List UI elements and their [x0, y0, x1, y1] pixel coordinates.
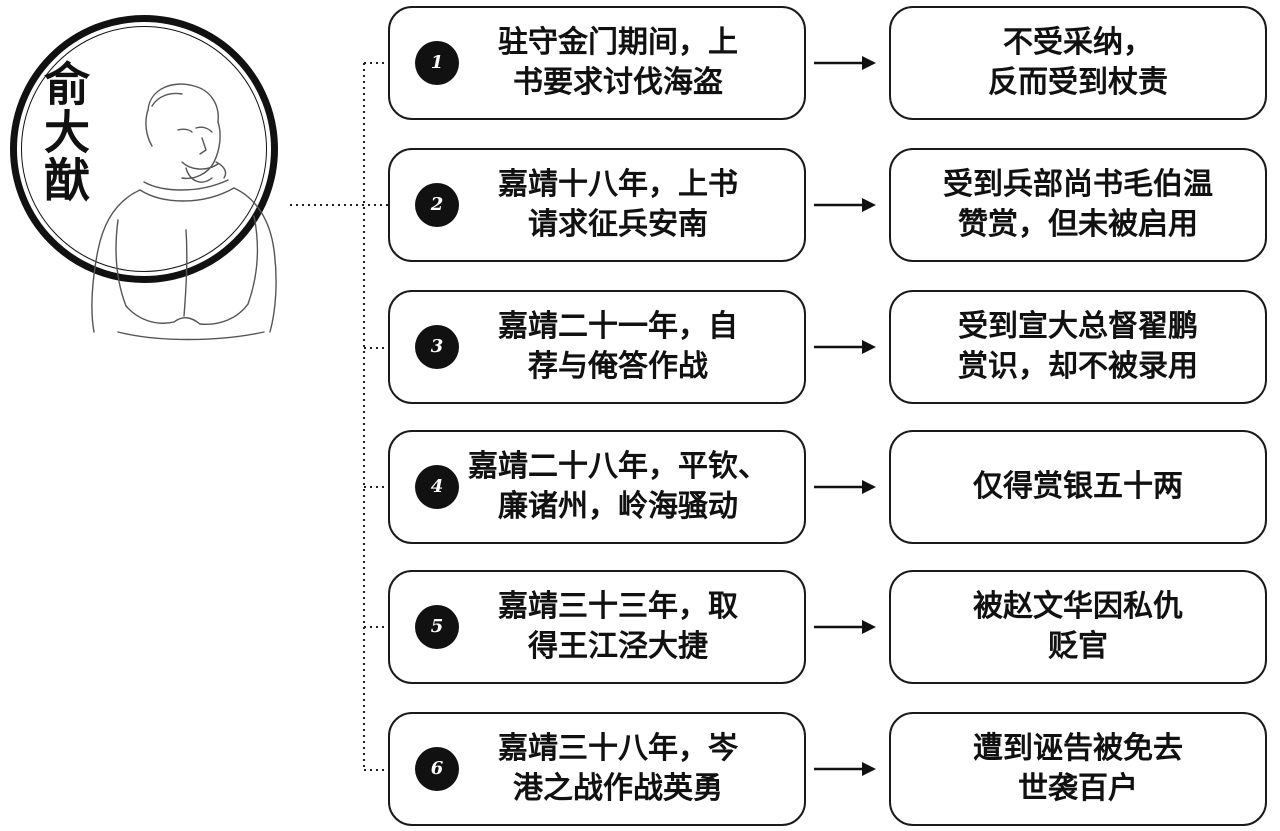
- event-text: 嘉靖三十三年，取 得王江泾大捷: [498, 589, 738, 664]
- outcome-text: 遭到诬告被免去 世袭百户: [973, 731, 1183, 806]
- outcome-text: 不受采纳， 反而受到杖责: [988, 25, 1168, 100]
- outcome-text: 受到宣大总督翟鹏 赏识，却不被录用: [958, 309, 1198, 384]
- step-number-badge: 2: [415, 183, 459, 227]
- outcome-card: 受到兵部尚书毛伯温 赞赏，但未被启用: [889, 148, 1267, 262]
- event-text: 嘉靖三十八年，岑 港之战作战英勇: [498, 731, 738, 806]
- arrow-right-icon: [814, 340, 876, 354]
- event-text: 嘉靖二十八年，平钦、 廉诸州，岭海骚动: [468, 449, 768, 524]
- outcome-card: 仅得赏银五十两: [889, 430, 1267, 544]
- outcome-card: 被赵文华因私仇 贬官: [889, 570, 1267, 684]
- arrow-right-icon: [814, 480, 876, 494]
- outcome-card: 不受采纳， 反而受到杖责: [889, 6, 1267, 120]
- outcome-text: 仅得赏银五十两: [973, 469, 1183, 504]
- arrow-right-icon: [814, 198, 876, 212]
- step-number-badge: 4: [415, 465, 459, 509]
- portrait-ring: [10, 15, 278, 283]
- arrow-right-icon: [814, 762, 876, 776]
- outcome-card: 遭到诬告被免去 世袭百户: [889, 712, 1267, 826]
- event-card: 驻守金门期间，上 书要求讨伐海盗: [388, 6, 806, 120]
- outcome-text: 被赵文华因私仇 贬官: [973, 589, 1183, 664]
- arrow-right-icon: [814, 56, 876, 70]
- portrait-figure-drawing: [91, 83, 277, 341]
- arrow-right-icon: [814, 620, 876, 634]
- step-number-badge: 3: [415, 325, 459, 369]
- event-text: 驻守金门期间，上 书要求讨伐海盗: [498, 25, 738, 100]
- step-number-badge: 6: [415, 747, 459, 791]
- outcome-text: 受到兵部尚书毛伯温 赞赏，但未被启用: [943, 167, 1213, 242]
- step-number-badge: 5: [415, 605, 459, 649]
- outcome-card: 受到宣大总督翟鹏 赏识，却不被录用: [889, 290, 1267, 404]
- event-card: 嘉靖三十八年，岑 港之战作战英勇: [388, 712, 806, 826]
- step-number-badge: 1: [415, 41, 459, 85]
- person-name: 俞大猷: [37, 60, 91, 204]
- event-text: 嘉靖十八年，上书 请求征兵安南: [498, 167, 738, 242]
- event-text: 嘉靖二十一年，自 荐与俺答作战: [498, 309, 738, 384]
